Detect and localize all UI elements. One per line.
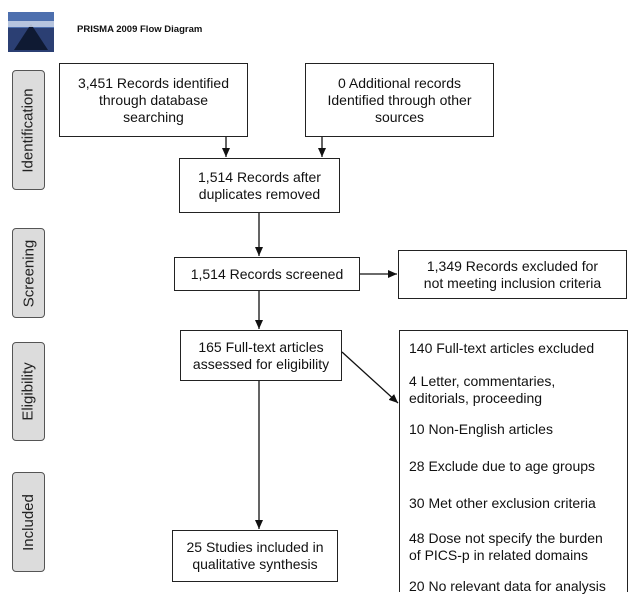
records-identified-box: 3,451 Records identified through databas… [59, 63, 248, 137]
exclusion-item: 10 Non-English articles [409, 421, 553, 437]
records-excluded-box: 1,349 Records excluded for not meeting i… [398, 250, 627, 299]
studies-included-box: 25 Studies included in qualitative synth… [172, 530, 338, 582]
diagram-title: PRISMA 2009 Flow Diagram [77, 24, 203, 35]
prisma-logo [8, 12, 54, 52]
exclusion-item: 4 Letter, commentaries, editorials, proc… [409, 373, 556, 406]
exclusion-item: 48 Dose not specify the burden of PICS-p… [409, 530, 603, 563]
exclusion-item: 30 Met other exclusion criteria [409, 495, 596, 511]
records-screened-box: 1,514 Records screened [174, 257, 360, 291]
stage-screening: Screening [12, 228, 45, 318]
stage-included: Included [12, 472, 45, 572]
after-duplicates-box: 1,514 Records after duplicates removed [179, 158, 340, 213]
exclusion-item: 20 No relevant data for analysis [409, 578, 606, 594]
fulltext-exclusions-panel: 140 Full-text articles excluded 4 Letter… [399, 330, 628, 594]
stage-eligibility: Eligibility [12, 342, 45, 441]
exclusion-item: 28 Exclude due to age groups [409, 458, 596, 474]
stage-identification: Identification [12, 70, 45, 190]
additional-records-box: 0 Additional records Identified through … [305, 63, 494, 137]
fulltext-assessed-box: 165 Full-text articles assessed for elig… [180, 330, 342, 381]
arrow-fulltext-to-exclusions [341, 351, 399, 404]
exclusion-item: 140 Full-text articles excluded [409, 340, 595, 356]
